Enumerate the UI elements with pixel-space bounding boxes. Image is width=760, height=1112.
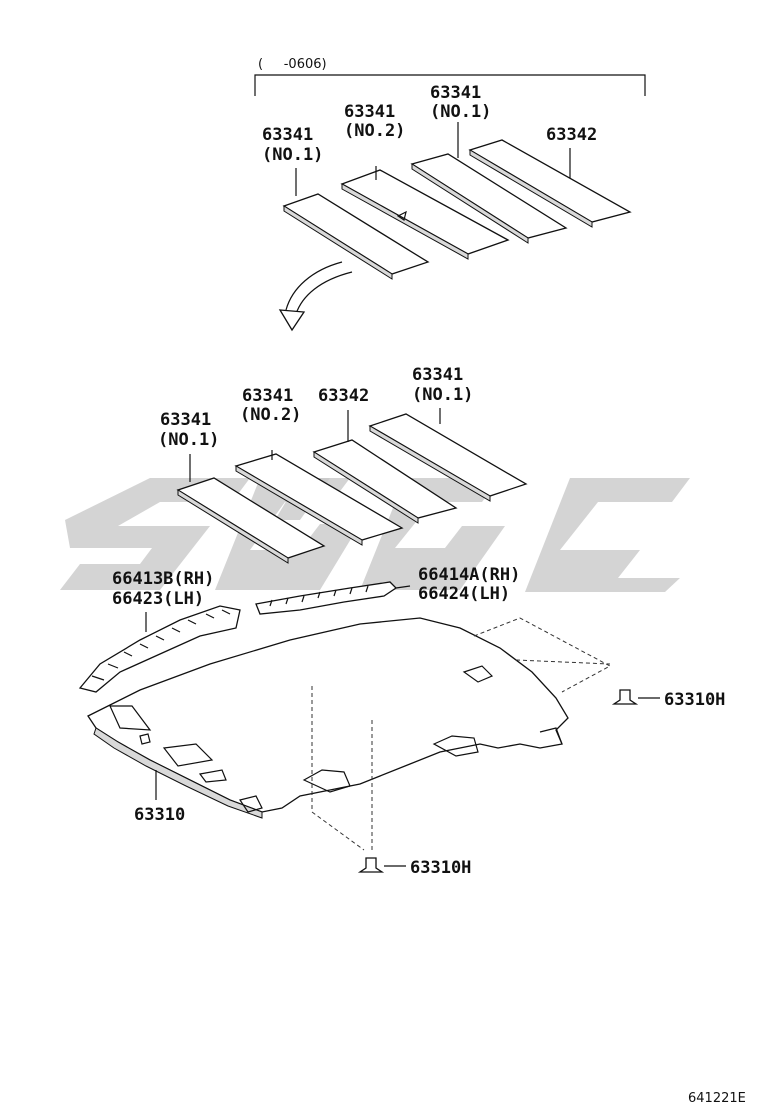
headlining-label: 63310 (134, 805, 185, 825)
left-rail-lh-label: 66423(LH) (112, 589, 204, 609)
upper-pad-3-number: 63341 (430, 83, 481, 103)
curved-arrow-icon (278, 261, 353, 332)
upper-pad-4-number: 63342 (546, 125, 597, 145)
lower-pad-3 (312, 439, 458, 524)
lower-pad-2-sub: (NO.2) (240, 405, 301, 425)
clip-bottom: 63310H (357, 857, 471, 878)
lower-pad-2 (234, 453, 404, 546)
left-side-rail: 66413B(RH) 66423(LH) (78, 569, 241, 693)
lower-pad-4 (368, 413, 528, 502)
lower-pad-1 (176, 477, 326, 564)
headlining-panel: 63310 (87, 617, 569, 825)
date-range-label: ( -0606) (258, 57, 327, 72)
upper-pad-2-sub: (NO.2) (344, 121, 405, 141)
dashed-guide-lines (311, 617, 612, 852)
left-rail-rh-label: 66413B(RH) (112, 569, 214, 589)
upper-pad-1-number: 63341 (262, 125, 313, 145)
right-side-rail: 66414A(RH) 66424(LH) (255, 565, 520, 615)
catalog-code: 641221E (688, 1091, 746, 1106)
lower-pad-group: 63341 (NO.1) 63341 (NO.2) 63342 63341 (N… (158, 365, 528, 564)
right-rail-lh-label: 66424(LH) (418, 584, 510, 604)
lower-pad-3-number: 63342 (318, 386, 369, 406)
upper-pad-3 (410, 153, 568, 244)
date-range-bracket: ( -0606) (254, 57, 646, 96)
right-rail-rh-label: 66414A(RH) (418, 565, 520, 585)
upper-pad-4 (468, 139, 632, 228)
clip-bottom-label: 63310H (410, 858, 471, 878)
upper-pad-1-sub: (NO.1) (262, 145, 323, 165)
upper-pad-2-number: 63341 (344, 102, 395, 122)
upper-pad-group: 63341 (NO.1) 63341 (NO.2) 63341 (NO.1) 6… (262, 83, 632, 280)
lower-pad-1-sub: (NO.1) (158, 430, 219, 450)
lower-pad-2-number: 63341 (242, 386, 293, 406)
clip-right-label: 63310H (664, 690, 725, 710)
lower-pad-1-number: 63341 (160, 410, 211, 430)
clip-right: 63310H (611, 689, 725, 710)
upper-pad-3-sub: (NO.1) (430, 102, 491, 122)
upper-pad-1 (282, 193, 430, 280)
lower-pad-4-number: 63341 (412, 365, 463, 385)
lower-pad-4-sub: (NO.1) (412, 385, 473, 405)
upper-pad-2 (340, 169, 510, 260)
